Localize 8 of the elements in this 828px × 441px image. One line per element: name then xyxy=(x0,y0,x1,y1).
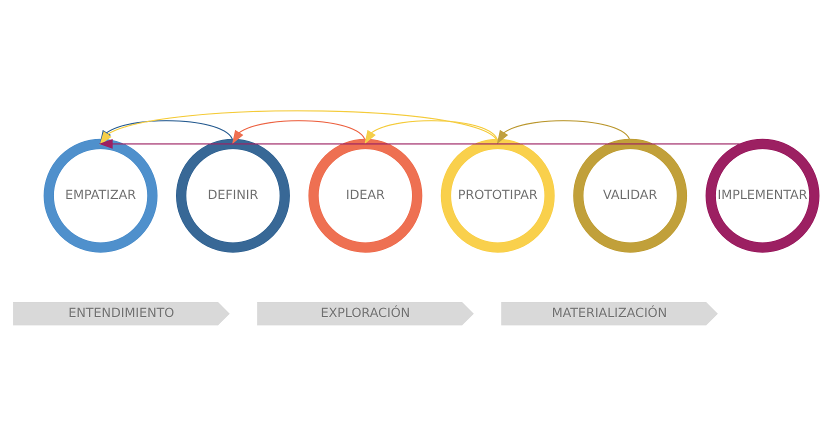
node-circle: IMPLEMENTAR xyxy=(706,138,820,253)
node-circle: IDEAR xyxy=(308,138,422,253)
arrow xyxy=(232,120,366,144)
node-circle: PROTOTIPAR xyxy=(440,138,555,253)
arrow xyxy=(364,120,498,144)
node-circle: DEFINIR xyxy=(176,138,290,253)
arrow xyxy=(496,120,631,144)
node-circle: VALIDAR xyxy=(573,138,688,253)
